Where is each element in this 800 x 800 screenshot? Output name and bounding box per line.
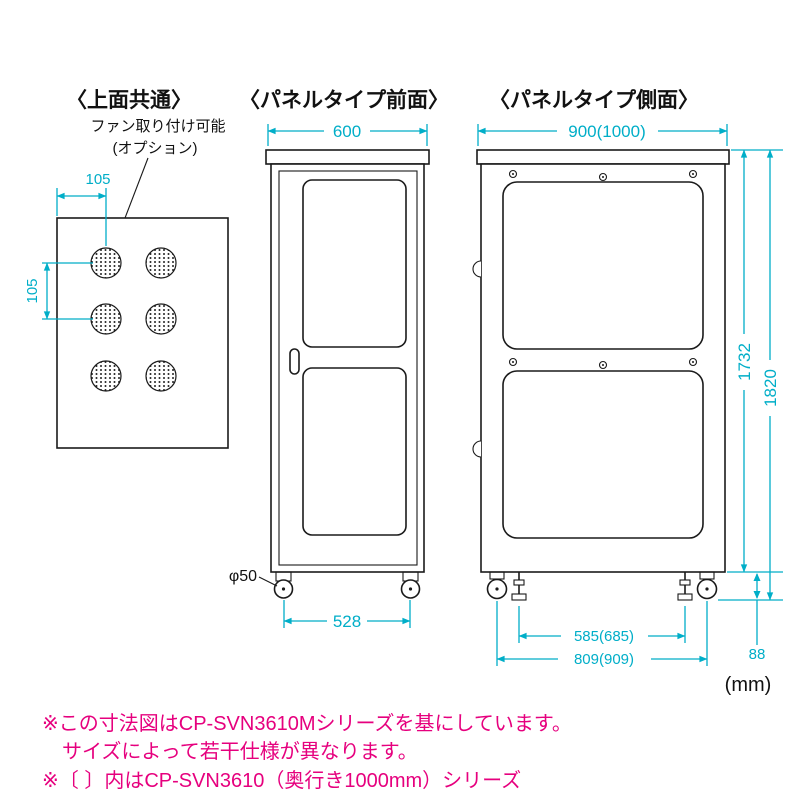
- front-top-cap: [265, 149, 430, 165]
- caster-hub: [495, 587, 499, 591]
- side-hinges: [472, 260, 482, 458]
- caster-hub: [705, 587, 709, 591]
- dim-585-label: 585(685): [574, 628, 634, 645]
- fan-vent: [145, 247, 177, 279]
- arrow-up: [753, 573, 761, 581]
- screw-dot: [512, 361, 514, 363]
- dim-809-label: 809(909): [574, 651, 634, 668]
- heading-front-view: 〈パネルタイプ前面〉: [239, 88, 449, 112]
- dim-depth-900: 900(1000): [477, 122, 728, 146]
- heading-side-view: 〈パネルタイプ側面〉: [489, 88, 699, 112]
- front-view: 600 φ50 528: [229, 122, 430, 631]
- dim-900-label: 900(1000): [568, 122, 646, 141]
- door-handle: [289, 348, 300, 375]
- adjuster-foot-base: [677, 593, 693, 601]
- screw-dot: [602, 364, 604, 366]
- side-view: 900(1000): [472, 122, 783, 668]
- top-panel-outline: [56, 217, 229, 449]
- hinge-bump: [472, 260, 482, 278]
- fan-vent: [145, 360, 177, 392]
- dim-hole-pitch-horizontal: 105: [56, 171, 111, 246]
- screw-dot: [602, 176, 604, 178]
- fan-vent: [90, 360, 122, 392]
- caster-diameter-callout: φ50: [229, 568, 278, 587]
- note-line-1: ※この寸法図はCP-SVN3610Mシリーズを基にしています。: [42, 712, 572, 735]
- adjuster-foot-nut: [679, 579, 691, 586]
- dim-105-horizontal-label: 105: [85, 171, 110, 188]
- fan-vent: [145, 303, 177, 335]
- heading-top-view: 〈上面共通〉: [66, 88, 192, 112]
- note-line-3: ※〔 〕内はCP-SVN3610（奥行き1000mm）シリーズ: [42, 769, 521, 792]
- dim-hole-pitch-vertical: 105: [24, 262, 93, 320]
- fan-vent: [90, 247, 122, 279]
- side-casters-and-feet: [486, 571, 718, 601]
- side-top-cap: [476, 149, 730, 165]
- adjuster-foot-nut: [513, 579, 525, 586]
- dim-88-label: 88: [749, 646, 766, 663]
- dim-heights: 1732 1820 88: [718, 149, 783, 663]
- panel-screws: [508, 169, 698, 370]
- unit-label: (mm): [725, 674, 772, 696]
- dim-caster-span-528: 528: [283, 600, 411, 631]
- caster-diameter-label: φ50: [229, 568, 257, 585]
- side-panel-upper: [502, 181, 704, 350]
- fan-note-line2: (オプション): [113, 140, 198, 157]
- caster-hub: [408, 587, 413, 591]
- hinge-bump: [472, 440, 482, 458]
- arrow-down: [753, 591, 761, 599]
- callout-leader-line: [258, 576, 278, 587]
- dim-width-600: 600: [267, 122, 428, 146]
- caster-hub: [281, 587, 286, 591]
- dim-bottom-spans: 585(685) 809(909): [496, 601, 708, 668]
- front-window-upper: [302, 179, 407, 348]
- dim-600-label: 600: [333, 122, 361, 141]
- front-window-lower: [302, 367, 407, 536]
- dim-105-vertical-label: 105: [24, 278, 41, 303]
- fan-vent: [90, 303, 122, 335]
- screw-dot: [692, 173, 694, 175]
- adjuster-foot-base: [511, 593, 527, 601]
- front-casters: [273, 571, 421, 599]
- fan-vent-holes: [90, 247, 177, 392]
- screw-dot: [692, 361, 694, 363]
- top-view: ファン取り付け可能 (オプション) 105 105: [24, 118, 229, 449]
- dim-1732-label: 1732: [735, 343, 754, 381]
- notes: ※この寸法図はCP-SVN3610Mシリーズを基にしています。 サイズによって若…: [42, 712, 572, 792]
- dim-528-label: 528: [333, 612, 361, 631]
- fan-note-line1: ファン取り付け可能: [90, 118, 225, 135]
- note-line-2: サイズによって若干仕様が異なります。: [62, 740, 418, 763]
- screw-dot: [512, 173, 514, 175]
- front-door-edge: [278, 170, 418, 566]
- side-panel-lower: [502, 370, 704, 539]
- dim-1820-label: 1820: [761, 369, 780, 407]
